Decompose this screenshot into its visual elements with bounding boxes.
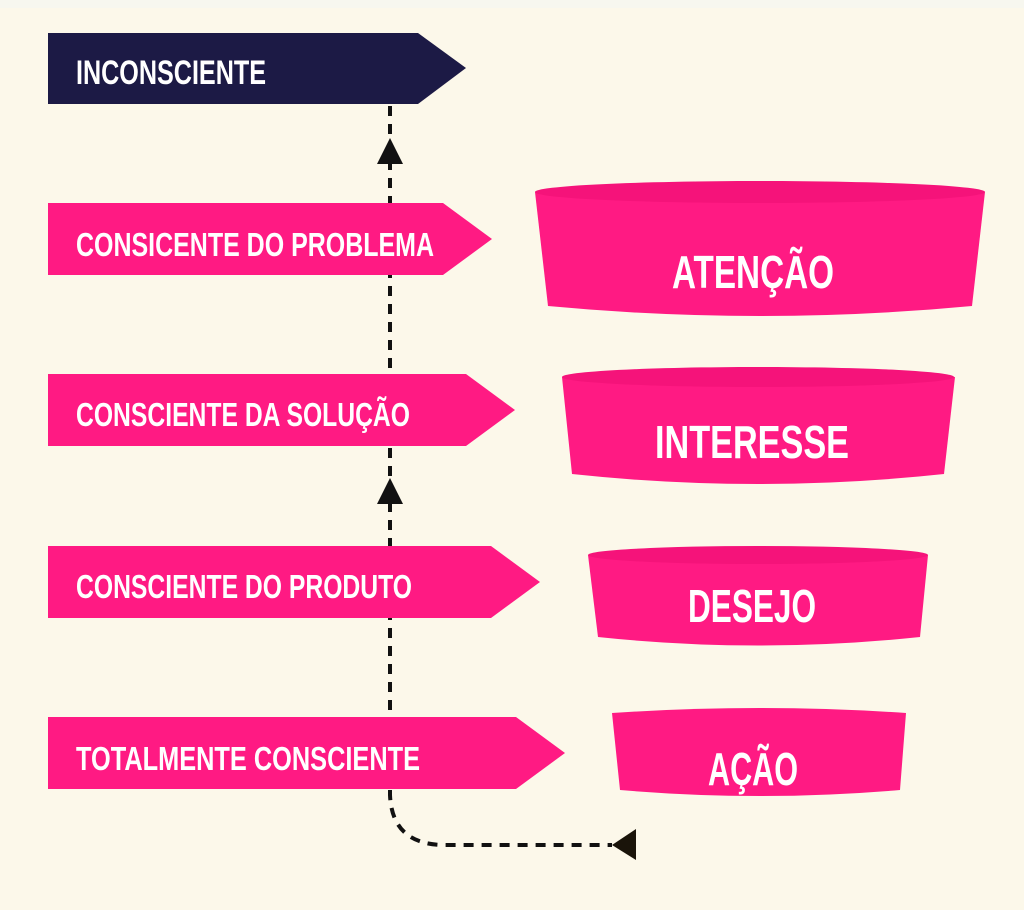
arrowhead-up-icon: [377, 478, 403, 504]
awareness-level-inconsciente: INCONSCIENTE: [48, 33, 466, 104]
awareness-level-produto: CONSCIENTE DO PRODUTO: [48, 546, 540, 618]
funnel-stage-interesse: INTERESSE: [562, 367, 955, 484]
funnel-stage-acao: AÇÃO: [612, 708, 906, 796]
awareness-level-problema: CONSICENTE DO PROBLEMA: [48, 203, 492, 275]
funnel-stage-atencao: ATENÇÃO: [535, 181, 985, 316]
top-strip: [0, 0, 1024, 8]
awareness-level-totalmente: TOTALMENTE CONSCIENTE: [48, 717, 565, 789]
funnel-stage-desejo: DESEJO: [588, 546, 928, 646]
arrowhead-up-icon: [377, 138, 403, 164]
funnel-stage-label: ATENÇÃO: [672, 246, 834, 298]
awareness-label: TOTALMENTE CONSCIENTE: [76, 740, 420, 777]
funnel-stage-label: INTERESSE: [655, 416, 849, 468]
arrowhead-left-icon: [612, 829, 636, 860]
dashed-connector: [388, 106, 612, 847]
awareness-label: CONSCIENTE DA SOLUÇÃO: [76, 396, 410, 433]
awareness-level-solucao: CONSCIENTE DA SOLUÇÃO: [48, 374, 515, 446]
awareness-label: INCONSCIENTE: [76, 54, 266, 92]
awareness-label: CONSICENTE DO PROBLEMA: [76, 226, 434, 263]
funnel-stage-label: DESEJO: [688, 580, 816, 632]
awareness-label: CONSCIENTE DO PRODUTO: [76, 568, 412, 605]
funnel-stage-label: AÇÃO: [708, 743, 798, 795]
